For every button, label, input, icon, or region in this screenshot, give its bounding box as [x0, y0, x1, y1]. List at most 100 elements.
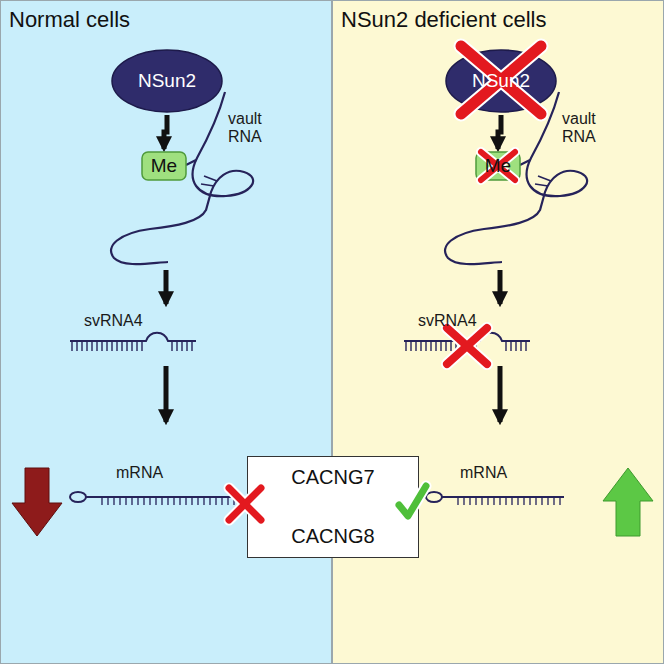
mrna-base: [197, 497, 198, 505]
node-label: Me: [151, 155, 177, 177]
mrna-base: [481, 497, 482, 505]
enzyme-ellipse: NSun2: [111, 49, 223, 113]
base-pair: [538, 176, 551, 181]
svrna-base: [186, 341, 187, 351]
svrna-base: [515, 341, 516, 351]
svrna-base: [101, 341, 102, 351]
red-cross: [229, 488, 261, 520]
node-label: NSun2: [138, 70, 196, 92]
mrna-base: [191, 497, 192, 505]
cross-outline: [461, 46, 541, 114]
svrna-base: [111, 341, 112, 351]
mrna-base: [107, 497, 108, 505]
svrna-base: [171, 341, 172, 351]
enzyme-ellipse: NSun2: [445, 49, 557, 113]
cross-outline: [447, 328, 487, 364]
mrna-base: [475, 497, 476, 505]
mrna-base: [523, 497, 524, 505]
deficient-panel: NSun2 deficient cellsNSun2Me: [332, 0, 664, 664]
svrna-base: [71, 341, 72, 351]
part-label: vault RNA: [562, 110, 614, 145]
svrna-base: [505, 341, 506, 351]
mrna-base: [101, 497, 102, 505]
cross-outline: [229, 488, 261, 520]
methyl-box: Me: [475, 151, 521, 181]
gene-name: CACNG8: [291, 525, 374, 548]
svrna-base: [450, 341, 451, 351]
mrna-cap: [70, 492, 86, 502]
red-cross: [229, 488, 261, 520]
svrna-base: [141, 341, 142, 351]
mrna-base: [185, 497, 186, 505]
red-cross: [447, 328, 487, 364]
mrna-base: [215, 497, 216, 505]
svrna-base: [410, 341, 411, 351]
svrna-base: [525, 341, 526, 351]
mrna-base: [167, 497, 168, 505]
mrna-base: [161, 497, 162, 505]
red-cross: [481, 152, 515, 180]
green-check: [399, 486, 426, 516]
enzyme-shape: [446, 50, 556, 112]
part-label: svRNA4: [418, 312, 477, 330]
mrna-base: [499, 497, 500, 505]
methyl-link: [186, 160, 196, 165]
svrna-base: [131, 341, 132, 351]
mrna-base: [511, 497, 512, 505]
part-label: mRNA: [460, 464, 507, 482]
mrna-base: [529, 497, 530, 505]
normal-panel: Normal cellsNSun2Me: [0, 0, 332, 664]
node-label: NSun2: [472, 70, 530, 92]
part-label: vault RNA: [228, 110, 280, 145]
mrna-strand: [442, 496, 564, 498]
mrna-base: [221, 497, 222, 505]
svrna-base: [126, 341, 127, 351]
mrna-base: [457, 497, 458, 505]
flow-arrow: [498, 366, 503, 422]
flow-arrow: [164, 366, 169, 422]
svrna-base: [86, 341, 87, 351]
enzyme-shape: [112, 50, 222, 112]
mrna-base: [517, 497, 518, 505]
svrna-base: [106, 341, 107, 351]
red-cross: [447, 328, 487, 364]
mrna-base: [155, 497, 156, 505]
mrna-base: [553, 497, 554, 505]
methyl-link: [520, 160, 530, 165]
svrna-base: [520, 341, 521, 351]
base-pair: [204, 176, 217, 181]
svrna-base: [76, 341, 77, 351]
svrna-base: [176, 341, 177, 351]
methyl-shape: [476, 152, 520, 180]
svrna-base: [445, 341, 446, 351]
base-pair: [201, 184, 214, 186]
svrna-base: [435, 341, 436, 351]
svrna-base: [181, 341, 182, 351]
red-cross: [461, 46, 541, 114]
red-cross: [481, 152, 515, 180]
gene-box-shape: [248, 457, 419, 558]
mrna-base: [125, 497, 126, 505]
mrna-strand: [86, 496, 242, 498]
mrna-base: [505, 497, 506, 505]
mrna-base: [203, 497, 204, 505]
svrna-base: [116, 341, 117, 351]
mrna-base: [493, 497, 494, 505]
svrna-base: [425, 341, 426, 351]
mrna-base: [463, 497, 464, 505]
svrna-base: [191, 341, 192, 351]
svrna-base: [415, 341, 416, 351]
part-label: mRNA: [116, 464, 163, 482]
part-label: svRNA4: [84, 312, 143, 330]
svrna-base: [136, 341, 137, 351]
mrna-base: [131, 497, 132, 505]
cross-outline: [447, 328, 487, 364]
base-pair: [535, 184, 548, 186]
cross-outline: [229, 488, 261, 520]
mrna-base: [535, 497, 536, 505]
mrna-base: [179, 497, 180, 505]
panel-heading: NSun2 deficient cells: [341, 7, 655, 33]
panel-illustration: [404, 92, 587, 505]
mrna-base: [143, 497, 144, 505]
